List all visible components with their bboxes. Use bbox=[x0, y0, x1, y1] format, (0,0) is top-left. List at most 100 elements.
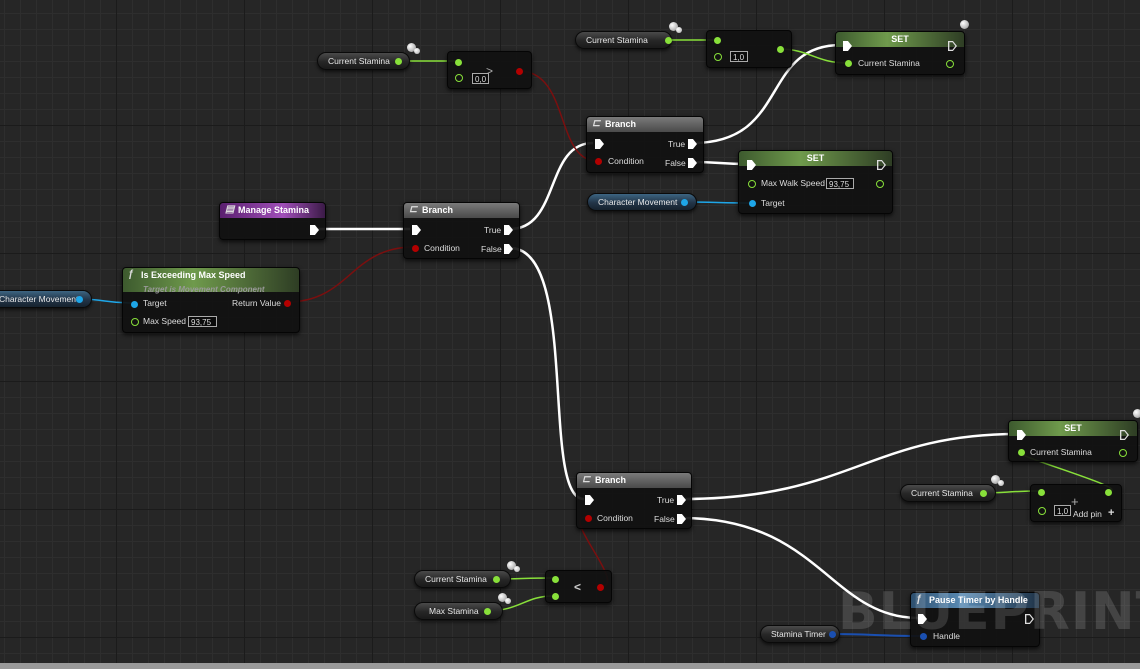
stamina-timer-getter[interactable]: Stamina Timer bbox=[760, 625, 840, 643]
a-input-pin[interactable] bbox=[1038, 489, 1045, 496]
branch-bottom-header: ⊏ Branch bbox=[577, 473, 691, 488]
condition-pin[interactable] bbox=[585, 515, 592, 522]
float-out-pin[interactable] bbox=[395, 58, 402, 65]
current-stamina-pin-label: Current Stamina bbox=[858, 58, 920, 68]
max-stamina-getter[interactable]: Max Stamina bbox=[414, 593, 511, 620]
add-value-input[interactable]: 1,0 bbox=[1054, 505, 1071, 516]
variable-globe-icon bbox=[960, 20, 969, 29]
exec-wire bbox=[509, 246, 585, 501]
set-current-stamina-right-node[interactable]: SET Current Stamina bbox=[1008, 409, 1140, 462]
current-stamina-getter-2[interactable]: Current Stamina bbox=[575, 22, 682, 49]
current-stamina-label: Current Stamina bbox=[911, 488, 973, 498]
float-out-pin[interactable] bbox=[777, 46, 784, 53]
character-movement-getter[interactable]: Character Movement bbox=[587, 193, 697, 211]
object-out-pin[interactable] bbox=[681, 199, 688, 206]
exec-in-pin[interactable] bbox=[1017, 430, 1026, 440]
float-out-pin[interactable] bbox=[665, 37, 672, 44]
branch-title: Branch bbox=[605, 119, 637, 129]
current-stamina-label: Current Stamina bbox=[586, 35, 648, 45]
less-than-node[interactable]: < bbox=[545, 570, 612, 603]
a-input-pin[interactable] bbox=[552, 576, 559, 583]
bool-out-pin[interactable] bbox=[516, 68, 523, 75]
target-pin[interactable] bbox=[749, 200, 756, 207]
set-current-stamina-top-node[interactable]: SET Current Stamina bbox=[835, 20, 969, 75]
value-out-pin[interactable] bbox=[946, 60, 954, 68]
handle-label: Handle bbox=[933, 631, 960, 641]
struct-out-pin[interactable] bbox=[829, 631, 836, 638]
compare-value-input[interactable]: 0,0 bbox=[472, 73, 489, 84]
exec-in-pin[interactable] bbox=[585, 495, 594, 505]
branch-bottom-node[interactable]: ⊏ Branch True Condition False bbox=[576, 472, 692, 529]
object-out-pin[interactable] bbox=[76, 296, 83, 303]
variable-globe-icon bbox=[991, 475, 1000, 484]
set-title: SET bbox=[806, 153, 825, 163]
condition-pin[interactable] bbox=[412, 245, 419, 252]
pause-timer-header: ƒ Pause Timer by Handle bbox=[911, 593, 1039, 608]
branch-main-header: ⊏ Branch bbox=[404, 203, 519, 218]
add-node-right[interactable]: 1,0 + Add pin + bbox=[1030, 484, 1122, 522]
bottom-scrollbar[interactable] bbox=[0, 663, 1140, 669]
return-value-pin[interactable] bbox=[284, 300, 291, 307]
condition-pin[interactable] bbox=[595, 158, 602, 165]
manage-stamina-node[interactable]: ▤ Manage Stamina bbox=[219, 202, 326, 240]
is-exceeding-max-speed-node[interactable]: ƒ Is Exceeding Max Speed Target is Movem… bbox=[122, 267, 300, 333]
variable-globe-icon bbox=[1133, 409, 1140, 418]
variable-globe-icon bbox=[676, 27, 682, 33]
b-input-pin[interactable] bbox=[455, 74, 463, 82]
value-in-pin[interactable] bbox=[845, 60, 852, 67]
exec-in-pin[interactable] bbox=[918, 614, 927, 624]
false-exec-pin[interactable] bbox=[504, 244, 513, 254]
float-out-pin[interactable] bbox=[980, 490, 987, 497]
exec-in-pin[interactable] bbox=[747, 160, 756, 170]
current-stamina-getter-4[interactable]: Current Stamina bbox=[900, 475, 1004, 502]
max-walk-speed-input[interactable]: 93,75 bbox=[826, 178, 854, 189]
value-in-pin[interactable] bbox=[1018, 449, 1025, 456]
blueprint-watermark: BLUEPRINT bbox=[838, 582, 1140, 642]
true-label: True bbox=[484, 225, 502, 235]
exec-in-pin[interactable] bbox=[412, 225, 421, 235]
branch-icon: ⊏ bbox=[592, 118, 601, 129]
handle-pin[interactable] bbox=[920, 633, 927, 640]
add-pin-plus-icon[interactable]: + bbox=[1108, 507, 1115, 519]
current-stamina-getter-1[interactable]: Current Stamina bbox=[317, 43, 420, 70]
exec-in-pin[interactable] bbox=[595, 139, 604, 149]
pause-timer-node[interactable]: ƒ Pause Timer by Handle Handle bbox=[910, 592, 1040, 647]
target-pin[interactable] bbox=[131, 301, 138, 308]
max-walk-speed-pin[interactable] bbox=[748, 180, 756, 188]
true-exec-pin[interactable] bbox=[677, 495, 686, 505]
false-exec-pin[interactable] bbox=[677, 514, 686, 524]
max-speed-pin[interactable] bbox=[131, 318, 139, 326]
greater-than-node[interactable]: 0,0 > bbox=[447, 51, 532, 89]
branch-top-node[interactable]: ⊏ Branch True Condition False bbox=[586, 116, 704, 173]
add-value-input[interactable]: 1,0 bbox=[730, 51, 748, 62]
exec-in-pin[interactable] bbox=[843, 41, 852, 51]
condition-label: Condition bbox=[597, 513, 633, 523]
false-exec-pin[interactable] bbox=[688, 158, 697, 168]
character-movement-getter-left[interactable]: Character Movement bbox=[0, 290, 92, 308]
branch-main-node[interactable]: ⊏ Branch True Condition False bbox=[403, 202, 520, 259]
max-stamina-label: Max Stamina bbox=[429, 606, 479, 616]
b-input-pin[interactable] bbox=[1038, 507, 1046, 515]
bool-out-pin[interactable] bbox=[597, 584, 604, 591]
true-exec-pin[interactable] bbox=[688, 139, 697, 149]
exec-out-pin[interactable] bbox=[310, 225, 319, 235]
a-input-pin[interactable] bbox=[455, 59, 462, 66]
set-max-walk-speed-node[interactable]: SET Max Walk Speed 93,75 Target bbox=[738, 150, 893, 214]
float-out-pin[interactable] bbox=[1105, 489, 1112, 496]
value-out-pin[interactable] bbox=[876, 180, 884, 188]
branch-icon: ⊏ bbox=[409, 204, 418, 215]
variable-globe-icon bbox=[514, 566, 520, 572]
b-input-pin[interactable] bbox=[552, 593, 559, 600]
is-exceeding-title: Is Exceeding Max Speed bbox=[141, 270, 246, 280]
true-exec-pin[interactable] bbox=[504, 225, 513, 235]
is-exceeding-subtitle: Target is Movement Component bbox=[143, 285, 265, 294]
float-out-pin[interactable] bbox=[493, 576, 500, 583]
max-speed-input[interactable]: 93,75 bbox=[188, 316, 217, 327]
character-movement-label: Character Movement bbox=[0, 294, 79, 304]
b-input-pin[interactable] bbox=[714, 53, 722, 61]
value-out-pin[interactable] bbox=[1119, 449, 1127, 457]
add-node-top[interactable]: 1,0 bbox=[706, 30, 792, 68]
a-input-pin[interactable] bbox=[714, 37, 721, 44]
float-out-pin[interactable] bbox=[484, 608, 491, 615]
current-stamina-getter-3[interactable]: Current Stamina bbox=[414, 561, 520, 588]
